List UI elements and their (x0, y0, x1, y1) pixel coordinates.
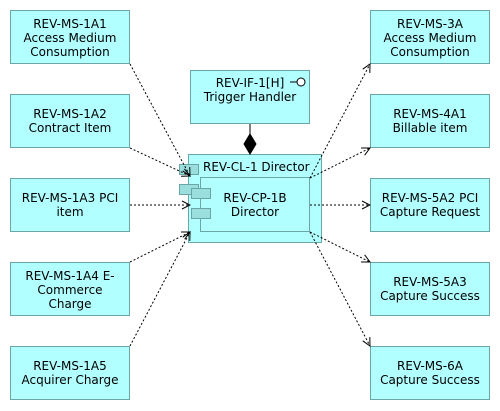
component-tab-icon (191, 188, 211, 199)
composition-diamond-icon (243, 133, 257, 155)
component-rev-ms-6a[interactable]: REV-MS-6A Capture Success (370, 346, 490, 400)
interface-rev-if-1h[interactable]: REV-IF-1[H] Trigger Handler (190, 70, 310, 124)
component-label: REV-MS-4A1 Billable item (392, 107, 468, 135)
component-label: REV-MS-5A2 PCI Capture Request (379, 191, 481, 219)
component-label: REV-MS-6A Capture Success (380, 359, 480, 387)
component-label: REV-MS-1A1 Access Medium Consumption (23, 17, 117, 59)
component-rev-ms-1a5[interactable]: REV-MS-1A5 Acquirer Charge (10, 346, 130, 400)
component-rev-ms-5a3[interactable]: REV-MS-5A3 Capture Success (370, 262, 490, 316)
component-rev-ms-4a1[interactable]: REV-MS-4A1 Billable item (370, 94, 490, 148)
component-label: REV-MS-1A5 Acquirer Charge (21, 359, 119, 387)
component-label: REV-MS-1A4 E-Commerce Charge (25, 269, 115, 311)
component-label: REV-CP-1B Director (223, 190, 287, 219)
dependency-arrow (129, 232, 190, 263)
dependency-arrow (309, 64, 370, 179)
dependency-arrow (129, 63, 190, 176)
component-label: REV-CL-1 Director (203, 160, 310, 174)
component-rev-ms-5a2[interactable]: REV-MS-5A2 PCI Capture Request (370, 178, 490, 232)
component-rev-cp-1b-director[interactable]: REV-CP-1B Director (200, 177, 310, 232)
dependency-arrow (309, 231, 370, 346)
dependency-arrow (309, 231, 370, 262)
dependency-arrow (309, 148, 370, 179)
component-label: REV-MS-1A3 PCI item (21, 191, 119, 219)
component-label: REV-MS-5A3 Capture Success (380, 275, 480, 303)
component-rev-ms-1a3[interactable]: REV-MS-1A3 PCI item (10, 178, 130, 232)
component-label: REV-MS-1A2 Contract Item (28, 107, 112, 135)
component-rev-ms-1a4[interactable]: REV-MS-1A4 E-Commerce Charge (10, 262, 130, 316)
component-tab-icon (191, 208, 211, 219)
dependency-arrow (129, 147, 190, 176)
component-rev-ms-1a1[interactable]: REV-MS-1A1 Access Medium Consumption (10, 10, 130, 64)
provided-interface-icon (296, 77, 306, 87)
dependency-arrow (129, 232, 190, 347)
interface-label: REV-IF-1[H] Trigger Handler (203, 76, 297, 104)
component-rev-ms-3a[interactable]: REV-MS-3A Access Medium Consumption (370, 10, 490, 64)
component-rev-ms-1a2[interactable]: REV-MS-1A2 Contract Item (10, 94, 130, 148)
component-label: REV-MS-3A Access Medium Consumption (383, 17, 477, 59)
